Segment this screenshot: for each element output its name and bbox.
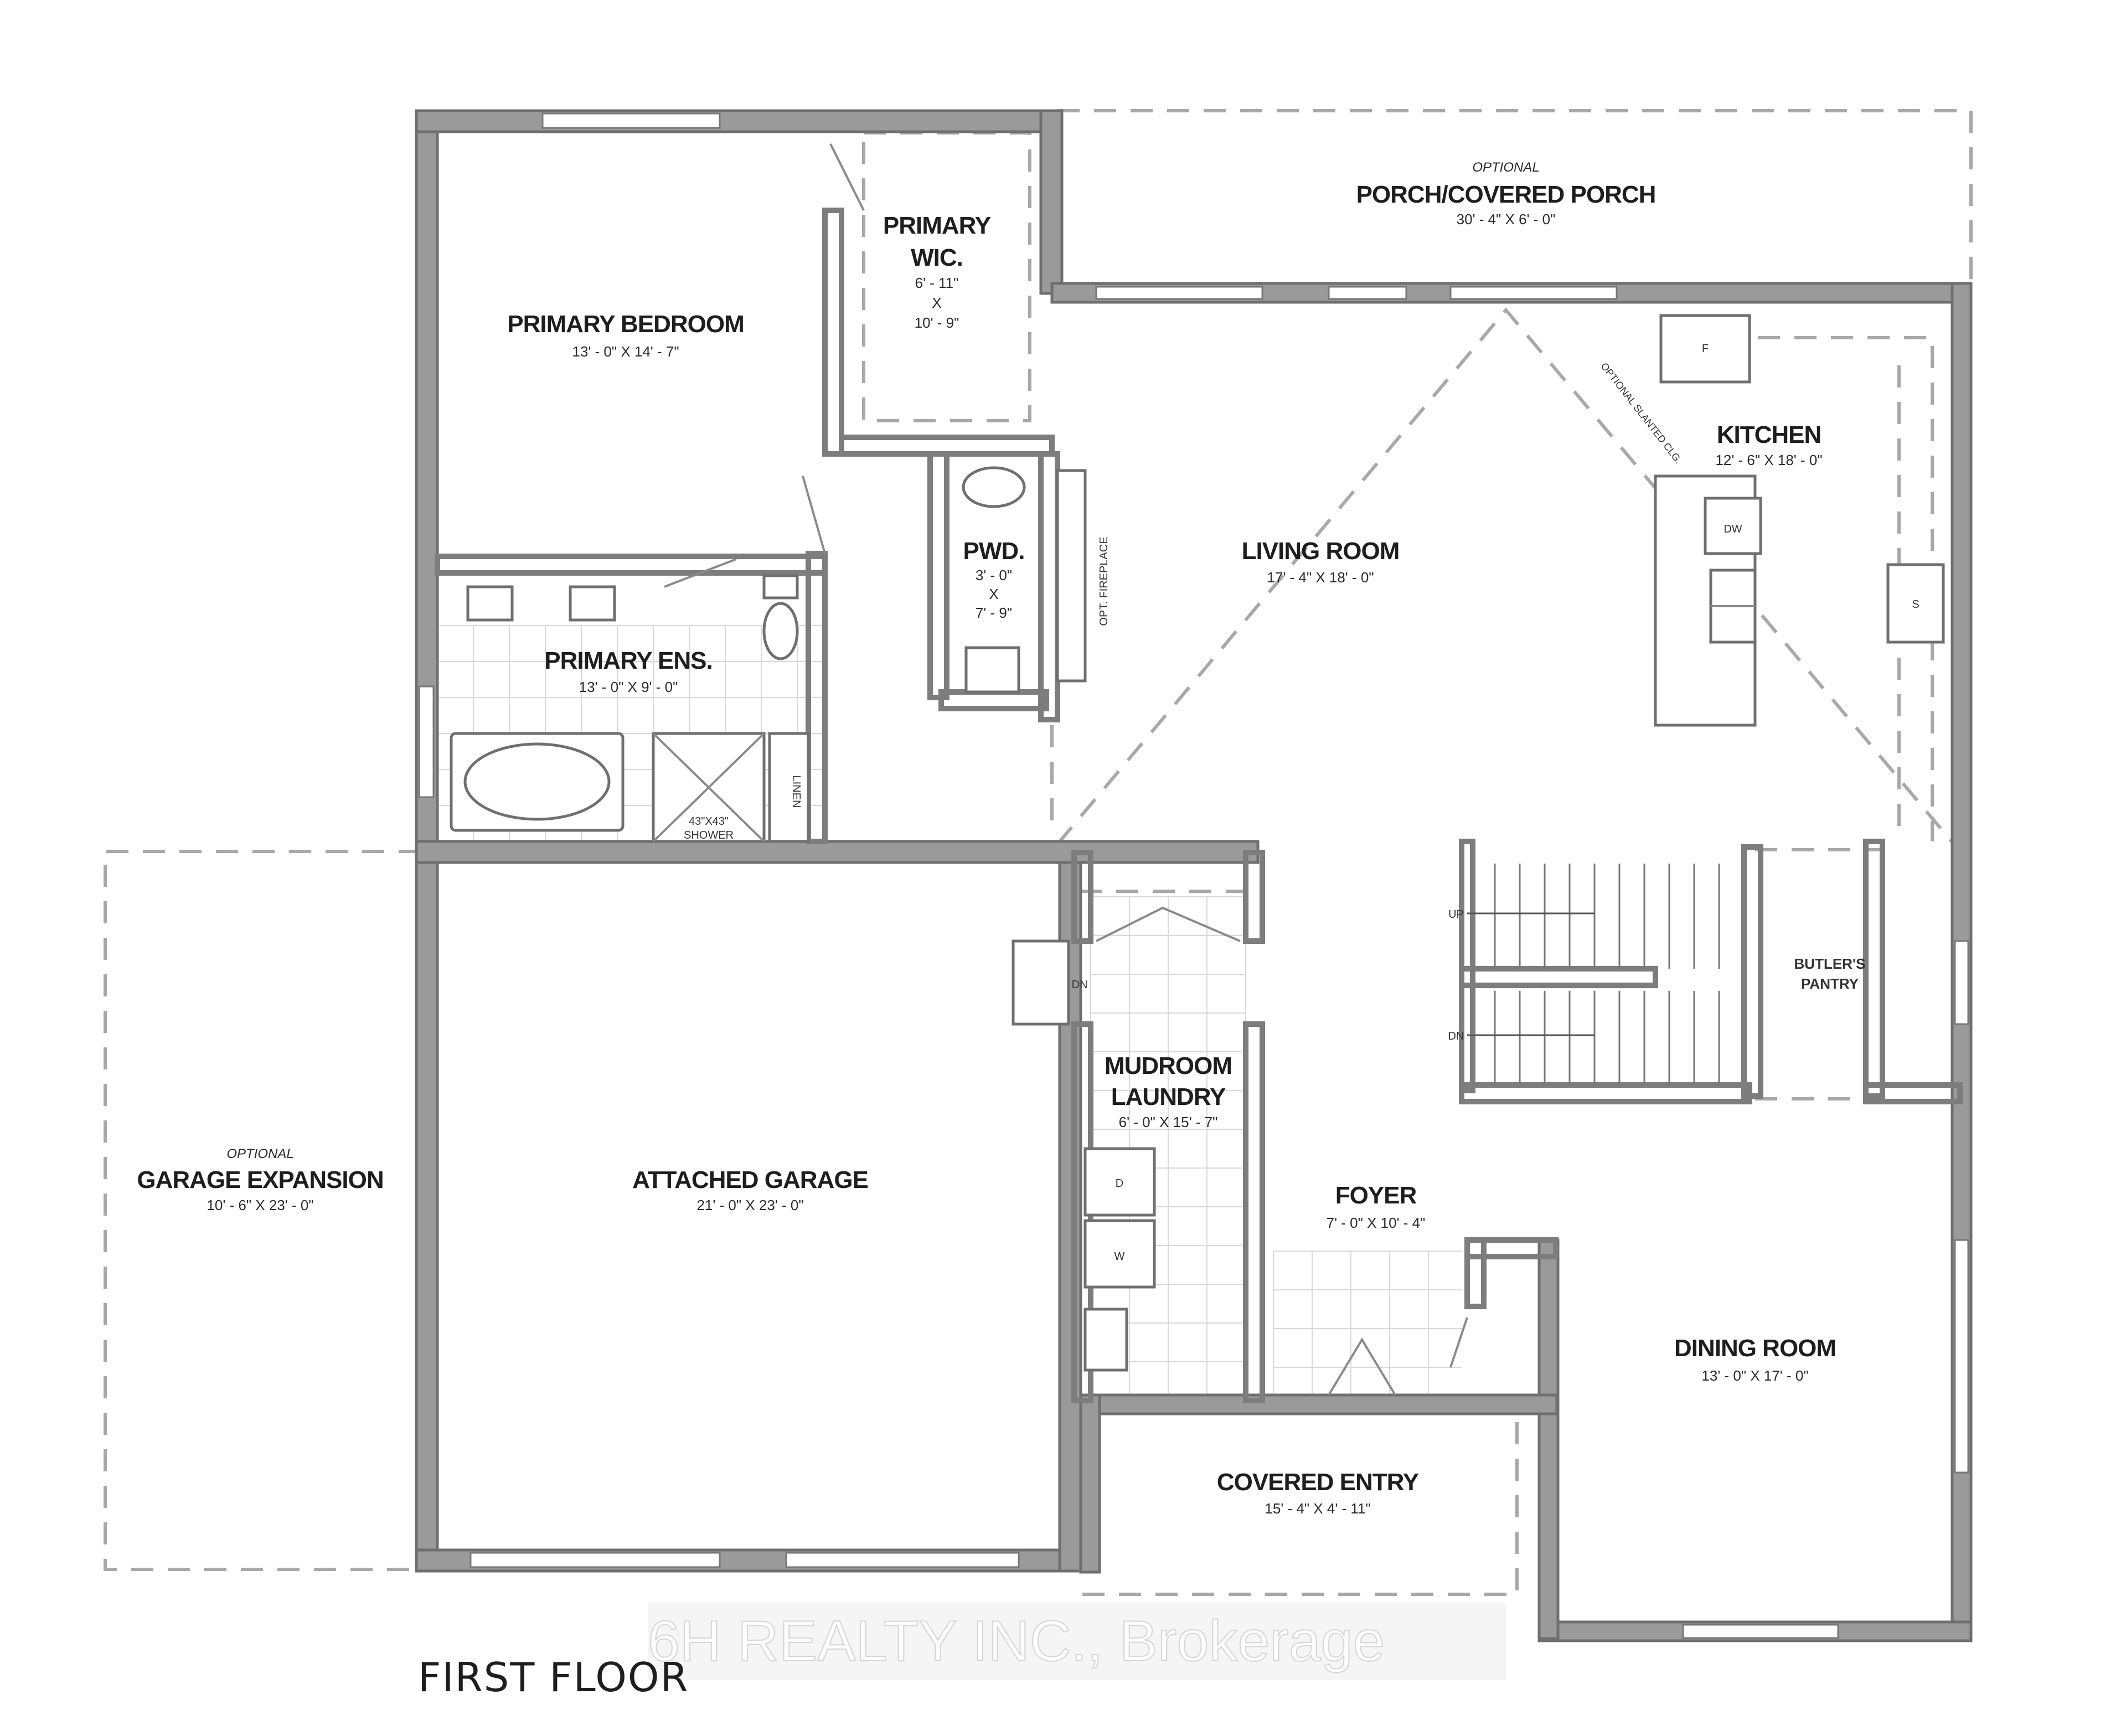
garage-expansion-name: GARAGE EXPANSION [137, 1166, 383, 1194]
mudroom-name-2: LAUNDRY [1111, 1083, 1226, 1110]
room-labels: OPTIONAL PORCH/COVERED PORCH 30' - 4" X … [137, 160, 1865, 1517]
windows [418, 112, 1969, 1639]
primary-wic-name-1: PRIMARY [883, 212, 991, 239]
primary-bedroom-name: PRIMARY BEDROOM [507, 311, 744, 338]
garage-expansion-optional-label: OPTIONAL [226, 1146, 293, 1161]
primary-wic-dim-2: 10' - 9" [915, 314, 959, 331]
doors [664, 143, 1468, 1396]
dryer-label: D [1116, 1177, 1123, 1190]
stove-label: S [1912, 598, 1919, 611]
pwd-x: X [989, 586, 998, 602]
watermark: 6H REALTY INC., Brokerage [648, 1609, 1385, 1673]
dishwasher-label: DW [1723, 523, 1742, 535]
pwd-name: PWD. [963, 538, 1025, 565]
shower-label: SHOWER [684, 829, 734, 841]
butlers-pantry-name-1: BUTLER'S [1794, 955, 1866, 972]
primary-wic-dim-1: 6' - 11" [915, 275, 959, 291]
fireplace-label: OPT. FIREPLACE [1098, 536, 1110, 626]
primary-bedroom-dims: 13' - 0" X 14' - 7" [572, 343, 679, 360]
attached-garage-name: ATTACHED GARAGE [632, 1166, 868, 1194]
dining-room-dims: 13' - 0" X 17' - 0" [1701, 1367, 1808, 1384]
primary-ens-dims: 13' - 0" X 9' - 0" [579, 679, 678, 695]
floor-title: FIRST FLOOR [418, 1654, 689, 1701]
garage-expansion-dims: 10' - 6" X 23' - 0" [207, 1197, 313, 1213]
foyer-dims: 7' - 0" X 10' - 4" [1327, 1215, 1426, 1231]
pwd-dim-2: 7' - 9" [976, 604, 1012, 621]
foyer-name: FOYER [1335, 1182, 1417, 1209]
primary-wic-x: X [932, 294, 941, 311]
porch-name: PORCH/COVERED PORCH [1356, 181, 1656, 208]
porch-dims: 30' - 4" X 6' - 0" [1457, 211, 1556, 228]
porch-optional-label: OPTIONAL [1472, 160, 1539, 175]
mudroom-dims: 6' - 0" X 15' - 7" [1119, 1114, 1218, 1130]
living-room-dims: 17' - 4" X 18' - 0" [1267, 569, 1374, 586]
mudroom-name-1: MUDROOM [1105, 1052, 1232, 1079]
living-room-name: LIVING ROOM [1242, 538, 1400, 565]
covered-entry-name: COVERED ENTRY [1217, 1469, 1419, 1496]
attached-garage-dims: 21' - 0" X 23' - 0" [696, 1197, 803, 1213]
fridge-label: F [1702, 343, 1709, 355]
kitchen-name: KITCHEN [1717, 421, 1821, 448]
pwd-dim-1: 3' - 0" [976, 567, 1012, 583]
staircase [1467, 864, 1720, 1085]
butlers-pantry-name-2: PANTRY [1801, 975, 1859, 992]
fixtures [450, 314, 1945, 1372]
shower-size-label: 43"X43" [689, 815, 729, 828]
covered-entry-dims: 15' - 4" X 4' - 11" [1265, 1500, 1370, 1517]
linen-label: LINEN [790, 776, 802, 808]
dining-room-name: DINING ROOM [1674, 1335, 1836, 1362]
garage-step-down-label: DN [1072, 979, 1088, 991]
stair-down-label: DN [1448, 1030, 1464, 1042]
washer-label: W [1114, 1251, 1125, 1263]
primary-ens-name: PRIMARY ENS. [544, 647, 712, 674]
primary-wic-name-2: WIC. [911, 244, 963, 271]
stair-up-label: UP [1448, 908, 1464, 921]
kitchen-dims: 12' - 6" X 18' - 0" [1715, 452, 1822, 468]
